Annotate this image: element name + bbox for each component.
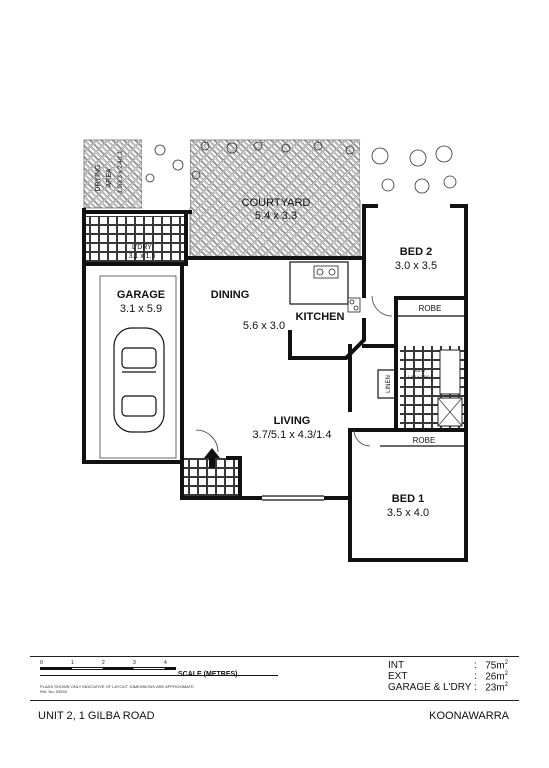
- linen-label: LINEN: [386, 375, 392, 393]
- walls: [82, 204, 468, 562]
- drying-area-paving: [83, 139, 143, 209]
- bed-1-dims: 3.5 x 4.0: [387, 507, 429, 519]
- footer-divider-bottom: [30, 700, 519, 701]
- courtyard-dims: 5.4 x 3.3: [255, 210, 297, 222]
- door-swings: [195, 295, 393, 453]
- plant-icons: [145, 141, 457, 194]
- reference-number: Ref. No: 53553: [40, 689, 67, 694]
- property-suburb: KOONAWARRA: [429, 710, 509, 722]
- area-row-ext: EXT : 26m2: [388, 671, 508, 683]
- robe-label-top: ROBE: [419, 304, 442, 313]
- bed-2-label: BED 2: [400, 246, 432, 258]
- partitions: [262, 261, 466, 501]
- bath-dims: 1.9/0 x 2.5/0.5: [407, 374, 433, 379]
- garage-door: [99, 275, 177, 459]
- living-label: LIVING: [274, 415, 311, 427]
- area-row-garage-laundry: GARAGE & L'DRY : 23m2: [388, 682, 508, 694]
- drying-area-dims: 1.9/3.3 x 2.4/1.1: [118, 150, 124, 194]
- dining-kitchen-dims: 5.6 x 3.0: [243, 320, 285, 332]
- disclaimer-text: PLANS SHOWN ONLY INDICATIVE OF LAYOUT. D…: [40, 684, 195, 689]
- garden-right: [360, 140, 470, 200]
- drying-area-label: DRYING: [95, 164, 102, 191]
- scale-baseline: [40, 675, 278, 676]
- car-icon: [113, 327, 165, 433]
- bed-1-label: BED 1: [392, 493, 424, 505]
- floor-plan: DRYING AREA 1.9/3.3 x 2.4/1.1 COURTYARD …: [82, 139, 470, 562]
- courtyard-label: COURTYARD: [242, 197, 311, 209]
- scale-tick-2: 2: [102, 660, 105, 666]
- bed-2-dims: 3.0 x 3.5: [395, 260, 437, 272]
- garage-dims: 3.1 x 5.9: [120, 303, 162, 315]
- footer-divider-top: [30, 656, 519, 657]
- laundry-tiles: [86, 216, 186, 262]
- laundry-label: L'DRY: [132, 244, 152, 251]
- robe-label-bottom: ROBE: [413, 436, 436, 445]
- entry-arrow-icon: [204, 448, 220, 468]
- area-row-int: INT : 75m2: [388, 660, 508, 672]
- scale-tick-1: 1: [71, 660, 74, 666]
- courtyard-paving: [189, 139, 361, 259]
- bath-label: BATH: [415, 368, 425, 373]
- drying-area-label-2: AREA: [106, 168, 113, 187]
- scale-tick-0: 0: [40, 660, 43, 666]
- property-address: UNIT 2, 1 GILBA ROAD: [38, 710, 155, 722]
- scale-label: SCALE (METRES): [178, 671, 238, 678]
- scale-bar: 0 1 2 3 4 SCALE (METRES) PLANS SHOWN ONL…: [40, 660, 280, 696]
- garage-label: GARAGE: [117, 289, 165, 301]
- kitchen-sink-icon: [313, 265, 361, 313]
- scale-bar-graphic: [40, 667, 176, 670]
- scale-tick-3: 3: [133, 660, 136, 666]
- kitchen-label: KITCHEN: [296, 311, 345, 323]
- dining-label: DINING: [211, 289, 250, 301]
- bath-tub: [439, 349, 461, 395]
- living-dims: 3.7/5.1 x 4.3/1.4: [253, 429, 332, 441]
- area-summary: INT : 75m2 EXT : 26m2 GARAGE & L'DRY : 2…: [388, 660, 518, 693]
- laundry-dims: 3.1 x 1.5: [129, 253, 156, 260]
- scale-tick-4: 4: [164, 660, 167, 666]
